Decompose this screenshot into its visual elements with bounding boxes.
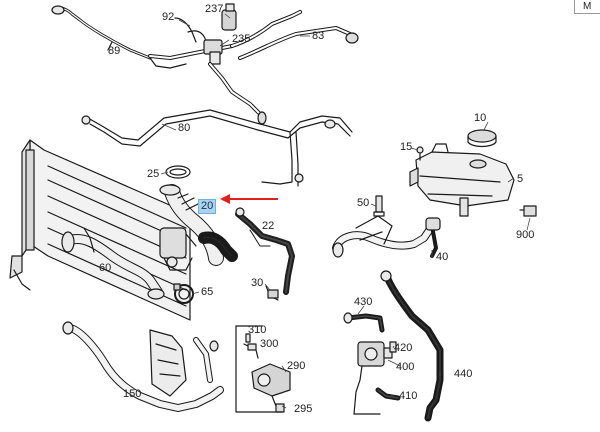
callout-92: 92 [162, 11, 175, 23]
hose-40 [332, 215, 441, 258]
sensor-900 [519, 205, 537, 217]
callout-65: 65 [201, 286, 214, 298]
callout-300: 300 [260, 338, 279, 350]
callout-60: 60 [99, 262, 112, 274]
connector-92 [174, 17, 207, 45]
callout-30: 30 [251, 277, 264, 289]
callout-150: 150 [123, 388, 142, 400]
callout-22: 22 [262, 220, 275, 232]
callout-15: 15 [400, 141, 413, 153]
bracket-300 [247, 343, 257, 351]
callout-430: 430 [354, 296, 373, 308]
hose-430 [343, 312, 385, 333]
callout-400: 400 [396, 361, 415, 373]
valve-237 [221, 3, 237, 31]
red-arrow [220, 194, 278, 204]
callout-310: 310 [248, 324, 267, 336]
callout-295: 295 [294, 403, 313, 415]
fitting-420 [389, 341, 397, 353]
bolt-50 [373, 195, 385, 217]
thermostat-housing [159, 227, 197, 271]
callout-440: 440 [454, 368, 473, 380]
hose-150 [62, 321, 224, 412]
callout-10: 10 [474, 112, 487, 124]
callout-235: 235 [232, 33, 251, 45]
pipe-80 [81, 109, 353, 187]
hose-89 [51, 5, 152, 60]
corner-tab[interactable]: M [574, 0, 600, 14]
hose-60 [61, 227, 165, 300]
callout-20-highlighted[interactable]: 20 [198, 199, 217, 214]
screw-310 [245, 333, 251, 343]
hose-440 [380, 270, 444, 422]
callout-80: 80 [178, 122, 191, 134]
connector-30 [265, 285, 279, 301]
hose-20 [159, 184, 238, 266]
bracket-150 [149, 329, 187, 397]
callout-410: 410 [399, 390, 418, 402]
callout-290: 290 [287, 360, 306, 372]
bolt-15 [416, 146, 424, 161]
hose-22 [235, 207, 295, 295]
callout-25: 25 [147, 168, 160, 180]
callout-5: 5 [517, 173, 524, 185]
expansion-tank [409, 143, 515, 217]
callout-237: 237 [205, 3, 224, 15]
callout-40: 40 [436, 251, 449, 263]
cap-10 [467, 129, 497, 148]
callout-50: 50 [357, 197, 370, 209]
hose-410 [375, 387, 401, 401]
callout-89: 89 [108, 45, 121, 57]
clamp-25 [165, 165, 191, 179]
leader-lines [160, 13, 531, 409]
manifold-235 [148, 10, 359, 125]
pump-400 [353, 341, 393, 415]
callout-420: 420 [394, 342, 413, 354]
callout-83: 83 [312, 30, 325, 42]
callout-900: 900 [516, 229, 535, 241]
